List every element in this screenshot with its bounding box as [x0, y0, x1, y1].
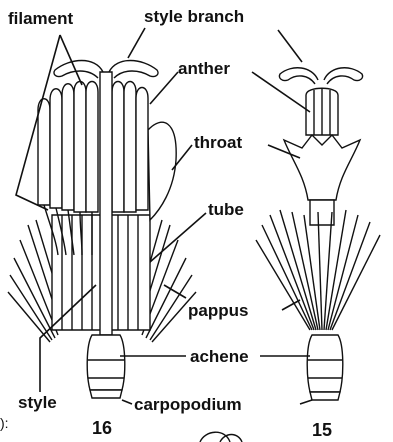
bottom-curl [200, 432, 242, 442]
label-carpopodium: carpopodium [134, 395, 242, 414]
label-achene: achene [190, 347, 249, 366]
label-style-branch: style branch [144, 7, 244, 26]
label-tube: tube [208, 200, 244, 219]
figure-number-16: 16 [92, 418, 112, 438]
label-pappus: pappus [188, 301, 248, 320]
edge-mark: ): [0, 415, 9, 431]
figure-number-15: 15 [312, 420, 332, 440]
label-throat: throat [194, 133, 243, 152]
label-style: style [18, 393, 57, 412]
label-anther: anther [178, 59, 230, 78]
floret-16-illustration [8, 61, 196, 399]
floret-15-illustration [256, 68, 380, 400]
label-filament: filament [8, 9, 74, 28]
